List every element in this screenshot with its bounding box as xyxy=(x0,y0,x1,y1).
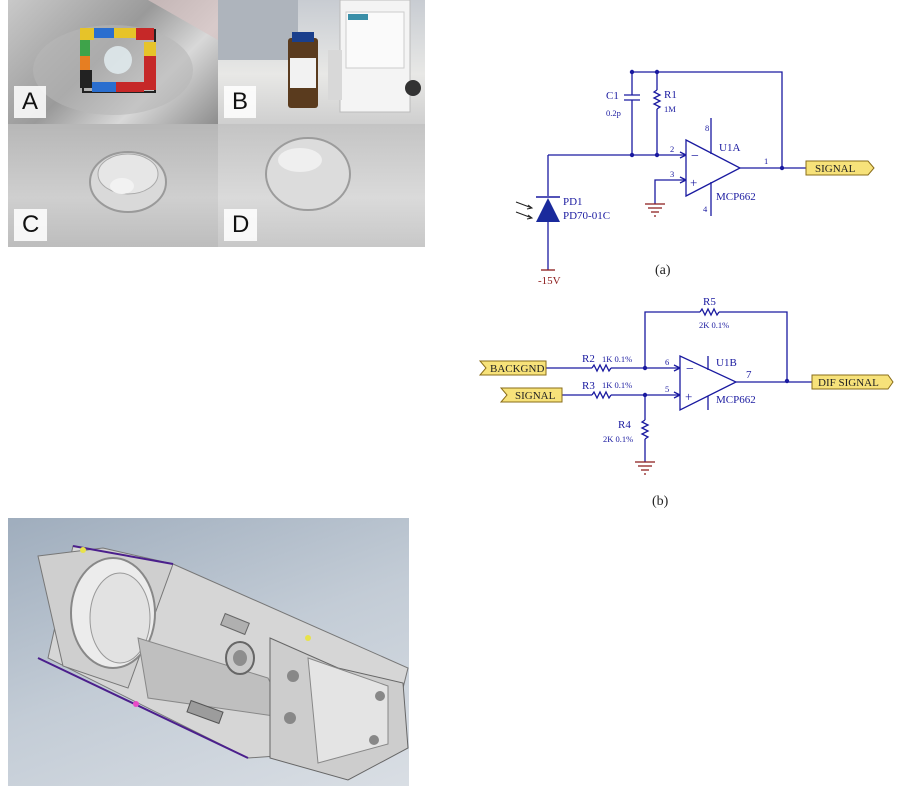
pd1-part: PD70-01C xyxy=(563,210,610,222)
r1-label: R1 xyxy=(664,89,677,101)
supply-label: -15V xyxy=(538,275,561,287)
c1-label: C1 xyxy=(606,90,619,102)
backgnd-input-tag: BACKGND xyxy=(480,361,546,375)
noninv-ground-wire xyxy=(655,180,686,204)
junction-dot xyxy=(643,366,647,370)
resistor-r5 xyxy=(700,309,719,315)
minus-sign: − xyxy=(691,149,699,164)
opamp-b-part: MCP662 xyxy=(716,394,756,406)
backgnd-tag-text: BACKGND xyxy=(490,363,544,375)
pin-out-a: 1 xyxy=(764,156,768,166)
resistor-r1 xyxy=(654,90,660,109)
junction-dot xyxy=(655,153,659,157)
r5-value: 2K 0.1% xyxy=(699,320,729,330)
pin-vminus-a: 4 xyxy=(703,204,708,214)
resistor-r2 xyxy=(592,365,611,371)
pd1-label: PD1 xyxy=(563,196,583,208)
signal-input-tag: SIGNAL xyxy=(501,388,562,402)
c1-value: 0.2p xyxy=(606,108,621,118)
caption-a: (a) xyxy=(655,263,671,278)
r5-label: R5 xyxy=(703,296,716,308)
junction-dot xyxy=(785,379,789,383)
pin-vplus-a: 8 xyxy=(705,123,709,133)
resistor-r4 xyxy=(642,420,648,439)
r4-value: 2K 0.1% xyxy=(603,434,633,444)
opamp-b-name: U1B xyxy=(716,357,737,369)
circuit-schematics: − + -15V C1 0.2p R1 1M U1A MCP662 1 2 3 … xyxy=(0,0,897,520)
r1-value: 1M xyxy=(664,104,676,114)
pin-out-b: 7 xyxy=(746,369,752,381)
r3-label: R3 xyxy=(582,380,595,392)
r3-value: 1K 0.1% xyxy=(602,380,632,390)
junction-dot xyxy=(655,70,659,74)
feedback-wire-a xyxy=(632,72,782,167)
capacitor-c1 xyxy=(624,95,640,100)
junction-dot xyxy=(643,393,647,397)
ground-symbol-a xyxy=(645,204,665,216)
pin-inv-a: 2 xyxy=(670,144,674,154)
r2-label: R2 xyxy=(582,353,595,365)
pin-noninv-b: 5 xyxy=(665,384,669,394)
cad-housing-model xyxy=(8,518,409,786)
photodiode-pd1 xyxy=(516,197,560,222)
r4-label: R4 xyxy=(618,419,631,431)
resistor-r3 xyxy=(592,392,611,398)
junction-dot xyxy=(780,166,784,170)
dif-signal-output-tag: DIF SIGNAL xyxy=(812,375,893,389)
signal-input-tag-text: SIGNAL xyxy=(515,390,556,402)
circuit-a xyxy=(548,72,806,270)
cad-render xyxy=(8,518,409,786)
minus-sign: − xyxy=(686,362,694,377)
junction-dot xyxy=(630,70,634,74)
signal-output-tag-text: SIGNAL xyxy=(815,163,856,175)
opamp-a-name: U1A xyxy=(719,142,740,154)
pin-noninv-a: 3 xyxy=(670,169,674,179)
plus-sign: + xyxy=(685,389,692,404)
plus-sign: + xyxy=(690,175,697,190)
signal-output-tag: SIGNAL xyxy=(806,161,874,175)
junction-dot xyxy=(630,153,634,157)
caption-b: (b) xyxy=(652,494,669,509)
pin-inv-b: 6 xyxy=(665,357,669,367)
r2-value: 1K 0.1% xyxy=(602,354,632,364)
opamp-a-part: MCP662 xyxy=(716,191,756,203)
ground-symbol-b xyxy=(635,462,655,474)
dif-signal-tag-text: DIF SIGNAL xyxy=(818,377,879,389)
